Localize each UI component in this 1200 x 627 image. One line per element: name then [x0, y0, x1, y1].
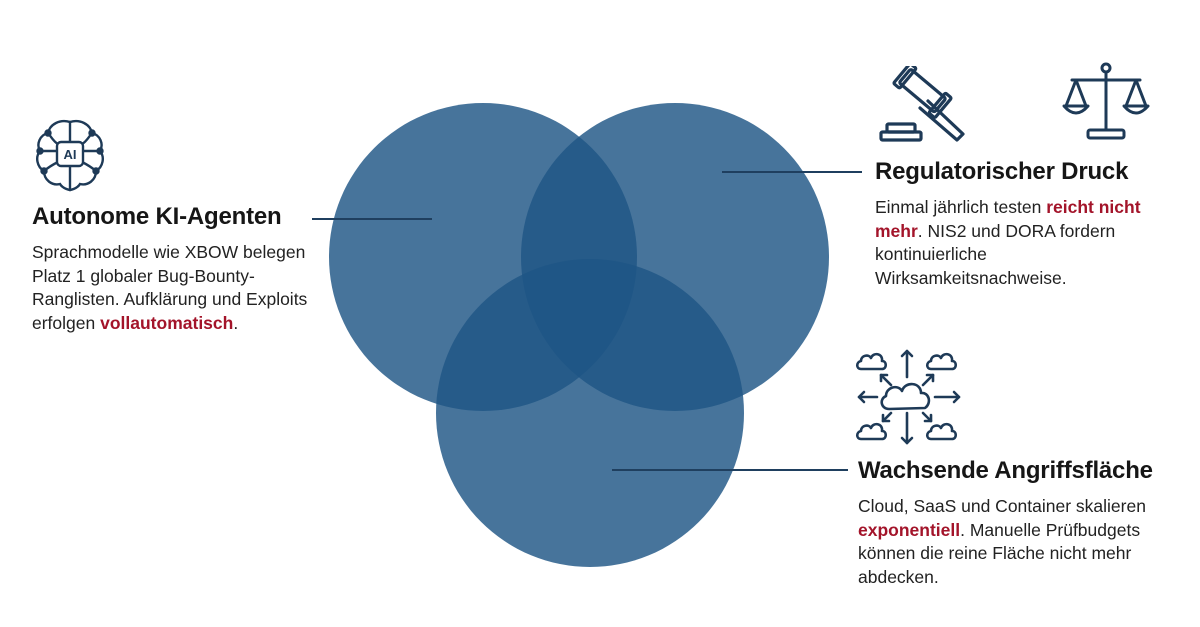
regulation-text-end: . NIS2 und DORA fordern kontinuierliche …: [875, 220, 1116, 288]
attack-surface-highlight: exponentiell: [858, 519, 961, 540]
ai-agents-block: Autonome KI-Agenten Sprachmodelle wie XB…: [32, 203, 322, 335]
attack-surface-title: Wachsende Angriffsfläche: [858, 457, 1153, 484]
gavel-icon: [879, 66, 965, 142]
circle-attack-surface: [436, 259, 744, 567]
attack-surface-text-end: . Manuelle Prüfbudgets können die reine …: [858, 519, 1141, 587]
ai-agents-description: Sprachmodelle wie XBOW belegen Platz 1 g…: [32, 241, 322, 335]
attack-surface-text-start: Cloud, SaaS und Container skalieren: [858, 496, 1146, 516]
attack-surface-description: Cloud, SaaS und Container skalieren expo…: [858, 495, 1178, 589]
regulation-text-start: Einmal jährlich testen: [875, 197, 1047, 217]
cloud-network-icon: [855, 349, 961, 445]
svg-text:AI: AI: [64, 147, 77, 162]
regulation-title: Regulatorischer Druck: [875, 158, 1129, 185]
ai-agents-highlight: vollautomatisch: [100, 312, 234, 333]
ai-agents-text-end: .: [233, 312, 239, 333]
regulation-description: Einmal jährlich testen reicht nicht mehr…: [875, 196, 1175, 290]
regulation-highlight: reicht nicht mehr: [875, 197, 1141, 241]
venn-circles: [329, 103, 829, 567]
attack-surface-block: Wachsende Angriffsfläche Cloud, SaaS und…: [858, 457, 1178, 589]
ai-agents-text-start: Sprachmodelle wie XBOW belegen Platz 1 g…: [32, 242, 308, 333]
regulation-block: Regulatorischer Druck Einmal jährlich te…: [875, 158, 1175, 290]
ai-agents-title: Autonome KI-Agenten: [32, 203, 282, 230]
ai-brain-icon: AI: [36, 119, 104, 192]
scales-icon: [1062, 62, 1150, 140]
